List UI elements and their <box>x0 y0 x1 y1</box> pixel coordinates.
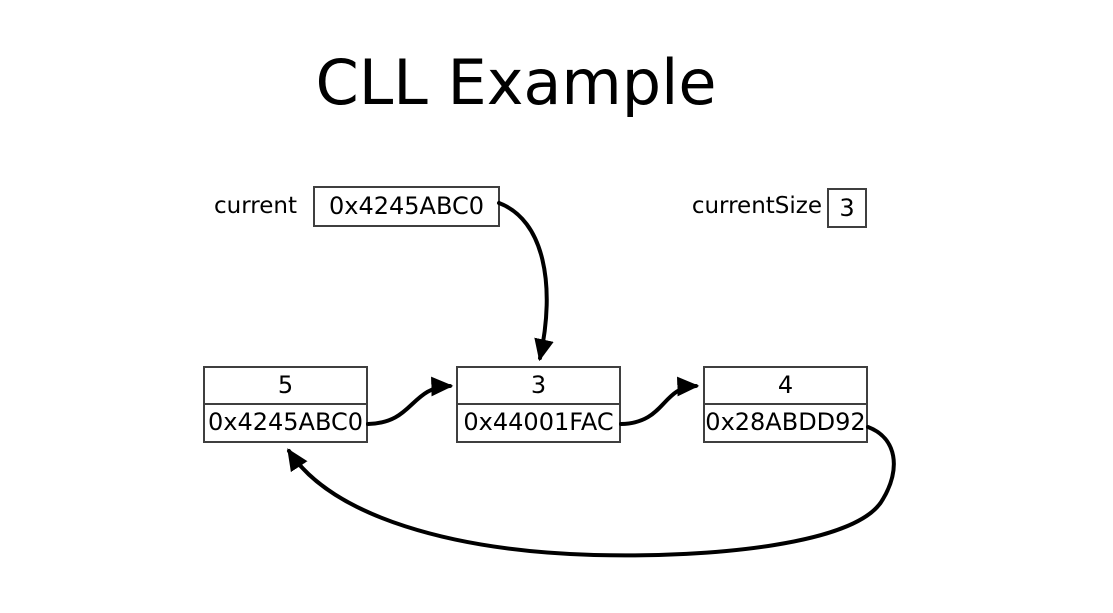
node-2: 3 0x44001FAC <box>456 366 621 443</box>
current-size-value: 3 <box>839 194 855 222</box>
node-1-address: 0x4245ABC0 <box>207 408 364 436</box>
node-3-value: 4 <box>705 368 866 405</box>
node-3: 4 0x28ABDD92 <box>703 366 868 443</box>
node-3-wraparound-arrow <box>287 425 896 558</box>
node-2-value: 3 <box>458 368 619 405</box>
current-pointer-arrow <box>497 201 554 362</box>
current-value-box: 0x4245ABC0 <box>313 186 500 227</box>
node-1-value: 5 <box>205 368 366 405</box>
current-size-value-box: 3 <box>827 188 867 228</box>
node-2-address: 0x44001FAC <box>463 408 614 436</box>
node-3-address: 0x28ABDD92 <box>705 408 866 436</box>
node-1: 5 0x4245ABC0 <box>203 366 368 443</box>
current-value: 0x4245ABC0 <box>328 192 485 220</box>
current-size-label: currentSize <box>691 193 822 219</box>
node-2-next-arrow <box>619 376 700 426</box>
page-title: CLL Example <box>315 46 717 119</box>
current-label: current <box>214 193 297 219</box>
node-1-next-arrow <box>366 376 454 426</box>
